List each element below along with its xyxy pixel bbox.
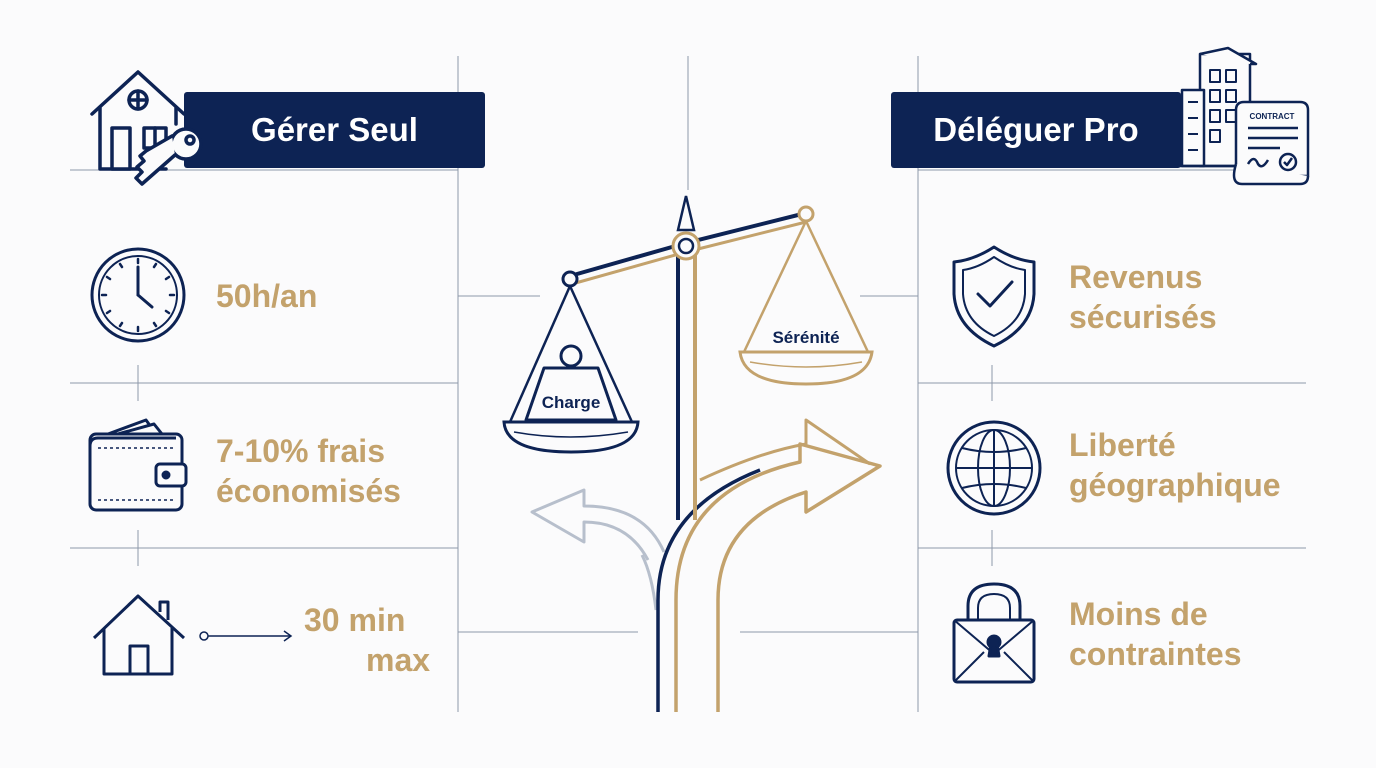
stat-fees-line-1: 7-10% frais — [216, 433, 385, 469]
house-key-icon — [90, 70, 203, 186]
house-icon — [92, 594, 186, 676]
right-header: Déléguer Pro — [891, 92, 1181, 168]
stat-freedom-line-1: Liberté — [1069, 427, 1176, 463]
stat-fees: 7-10% frais économisés — [216, 431, 401, 511]
stat-constraints-line-1: Moins de — [1069, 596, 1208, 632]
balance-scale-icon — [502, 195, 874, 520]
stat-distance-line-2: max — [366, 642, 431, 678]
shield-check-icon — [952, 245, 1036, 348]
stat-constraints: Moins de contraintes — [1069, 594, 1241, 674]
globe-icon — [946, 420, 1042, 516]
stat-distance-line-1: 30 min — [304, 602, 406, 638]
stat-revenue-line-2: sécurisés — [1069, 299, 1217, 335]
stat-revenue: Revenus sécurisés — [1069, 257, 1217, 337]
serenite-label: Sérénité — [772, 328, 840, 347]
stat-time-line-1: 50h/an — [216, 278, 318, 314]
building-contract-icon: CONTRACT — [1174, 46, 1310, 186]
stat-distance: 30 min max — [304, 600, 430, 680]
stat-freedom-line-2: géographique — [1069, 467, 1281, 503]
contract-label: CONTRACT — [1250, 112, 1295, 121]
stat-time: 50h/an — [216, 276, 317, 316]
stat-constraints-line-2: contraintes — [1069, 636, 1242, 672]
wallet-icon — [88, 418, 188, 512]
arrow-connector-icon — [199, 630, 293, 642]
stat-fees-line-2: économisés — [216, 473, 401, 509]
stat-revenue-line-1: Revenus — [1069, 259, 1203, 295]
diverging-arrows-icon — [530, 418, 882, 712]
stat-freedom: Liberté géographique — [1069, 425, 1281, 505]
charge-label: Charge — [541, 393, 601, 412]
padlock-icon — [952, 582, 1036, 684]
clock-icon — [90, 247, 186, 343]
right-header-title: Déléguer Pro — [933, 111, 1139, 148]
left-header: Gérer Seul — [184, 92, 485, 168]
left-header-title: Gérer Seul — [251, 111, 418, 148]
